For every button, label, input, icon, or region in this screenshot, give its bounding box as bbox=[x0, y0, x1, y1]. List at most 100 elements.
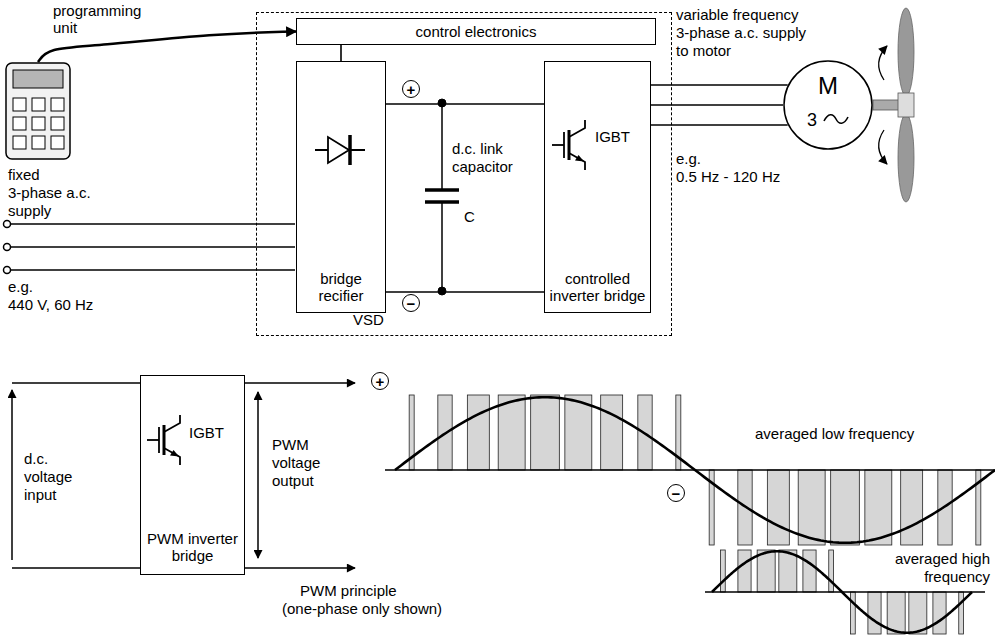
programmer-key bbox=[51, 98, 64, 111]
pwm-pulse bbox=[565, 395, 592, 470]
supply-wire bbox=[11, 246, 295, 248]
node-text: programming unit bbox=[53, 2, 153, 36]
frequency-range: 0.5 Hz - 120 Hz bbox=[676, 168, 780, 186]
ac-symbol bbox=[824, 115, 848, 124]
polarity-sign: + bbox=[402, 80, 420, 98]
programming-cable bbox=[38, 32, 296, 63]
zero-axis bbox=[385, 469, 995, 471]
pwm-pulse bbox=[720, 550, 725, 592]
output-label: to motor bbox=[676, 42, 731, 60]
pwm-pulse bbox=[901, 470, 923, 545]
inverter-box: IGBT controlled inverter bridge bbox=[544, 61, 651, 313]
pwm-pulse bbox=[467, 395, 489, 470]
pwm-pulse bbox=[779, 550, 797, 592]
node-text: IGBT bbox=[595, 128, 630, 145]
pwm-pulse bbox=[601, 395, 623, 470]
supply-wires bbox=[4, 221, 296, 274]
node-text: IGBT bbox=[189, 424, 224, 441]
supply-wire bbox=[11, 223, 295, 225]
output-label: PWM bbox=[272, 436, 309, 454]
pwm-pulse bbox=[887, 592, 905, 634]
programming-unit: programming unit bbox=[5, 62, 71, 160]
junction-dot bbox=[438, 287, 446, 295]
node-text: M bbox=[783, 72, 873, 100]
capacitor-label: capacitor bbox=[452, 158, 513, 176]
supply-value: 440 V, 60 Hz bbox=[8, 296, 93, 314]
node-text: 3 bbox=[807, 110, 817, 130]
programmer-body bbox=[6, 63, 70, 159]
input-label: d.c. bbox=[24, 450, 48, 468]
programmer-key bbox=[51, 136, 64, 149]
component-letter: C bbox=[464, 208, 475, 226]
programmer-key bbox=[13, 117, 26, 130]
pwm-pulse bbox=[850, 592, 855, 634]
caption-label: PWM principle bbox=[300, 582, 397, 600]
pwm-pulse bbox=[757, 550, 775, 592]
node-text: control electronics bbox=[297, 23, 655, 40]
supply-label: e.g. bbox=[8, 278, 33, 296]
output-label: e.g. bbox=[676, 150, 701, 168]
rotation-arrow bbox=[879, 130, 887, 164]
programmer-key bbox=[32, 98, 45, 111]
pwm-pulse bbox=[531, 395, 560, 470]
motor-circle: M3 bbox=[783, 60, 873, 150]
waveform-label: frequency bbox=[924, 568, 990, 586]
output-label: 3-phase a.c. supply bbox=[676, 24, 806, 42]
polarity-sign: + bbox=[371, 372, 389, 390]
diode-symbol bbox=[315, 135, 365, 165]
pwm-pulse bbox=[829, 550, 834, 592]
pwm-pulse bbox=[831, 470, 860, 545]
polarity-sign: − bbox=[402, 294, 420, 312]
output-label: output bbox=[272, 472, 314, 490]
pwm-pulse bbox=[498, 395, 525, 470]
wire bbox=[386, 103, 544, 105]
fan bbox=[873, 8, 914, 202]
voltage-arrow bbox=[257, 392, 259, 558]
igbt-symbol bbox=[552, 120, 585, 170]
pwm-pulse bbox=[865, 470, 892, 545]
pwm-waveform-low bbox=[385, 395, 995, 545]
waveform-label: averaged high bbox=[895, 550, 990, 568]
terminal bbox=[4, 244, 11, 251]
programmer-key bbox=[32, 136, 45, 149]
fan-blade bbox=[898, 114, 914, 202]
caption-note: (one-phase only shown) bbox=[282, 600, 442, 618]
pwm-pulse bbox=[909, 592, 927, 634]
capacitor-symbol bbox=[425, 99, 459, 295]
handheld-programmer bbox=[5, 62, 71, 160]
pwm-pulse bbox=[767, 470, 789, 545]
fan-blade bbox=[898, 8, 914, 96]
pwm-inverter-box: IGBT PWM inverter bridge bbox=[140, 375, 245, 575]
terminal bbox=[4, 267, 11, 274]
pwm-wiring bbox=[12, 383, 355, 568]
node-text: bridge recifier bbox=[297, 270, 385, 304]
programmer-key bbox=[13, 98, 26, 111]
pwm-pulse bbox=[959, 592, 964, 634]
programmer-key bbox=[32, 117, 45, 130]
shaft bbox=[873, 100, 900, 110]
rectifier-box: bridge recifier bbox=[296, 61, 386, 313]
pwm-pulse bbox=[798, 470, 825, 545]
fan-hub bbox=[898, 93, 914, 117]
wire bbox=[651, 104, 783, 106]
output-arrow bbox=[245, 382, 355, 384]
averaged-sine bbox=[395, 397, 995, 543]
output-label: variable frequency bbox=[676, 6, 799, 24]
node-text: controlled inverter bridge bbox=[545, 270, 650, 304]
node-text: PWM inverter bridge bbox=[141, 530, 244, 564]
capacitor-label: d.c. link bbox=[452, 140, 503, 158]
pwm-pulse bbox=[868, 592, 881, 634]
programmer-screen bbox=[13, 70, 63, 88]
voltage-arrow bbox=[11, 390, 13, 560]
programmer-key bbox=[13, 136, 26, 149]
supply-label: 3-phase a.c. bbox=[8, 184, 91, 202]
polarity-sign: − bbox=[667, 484, 685, 502]
terminal bbox=[4, 221, 11, 228]
pwm-pulse bbox=[933, 592, 946, 634]
junction-dot bbox=[438, 99, 446, 107]
pwm-pulse bbox=[738, 550, 751, 592]
programmer-key bbox=[51, 117, 64, 130]
rotation-arrow bbox=[879, 46, 887, 80]
input-label: voltage bbox=[24, 468, 72, 486]
output-arrow bbox=[245, 567, 355, 569]
